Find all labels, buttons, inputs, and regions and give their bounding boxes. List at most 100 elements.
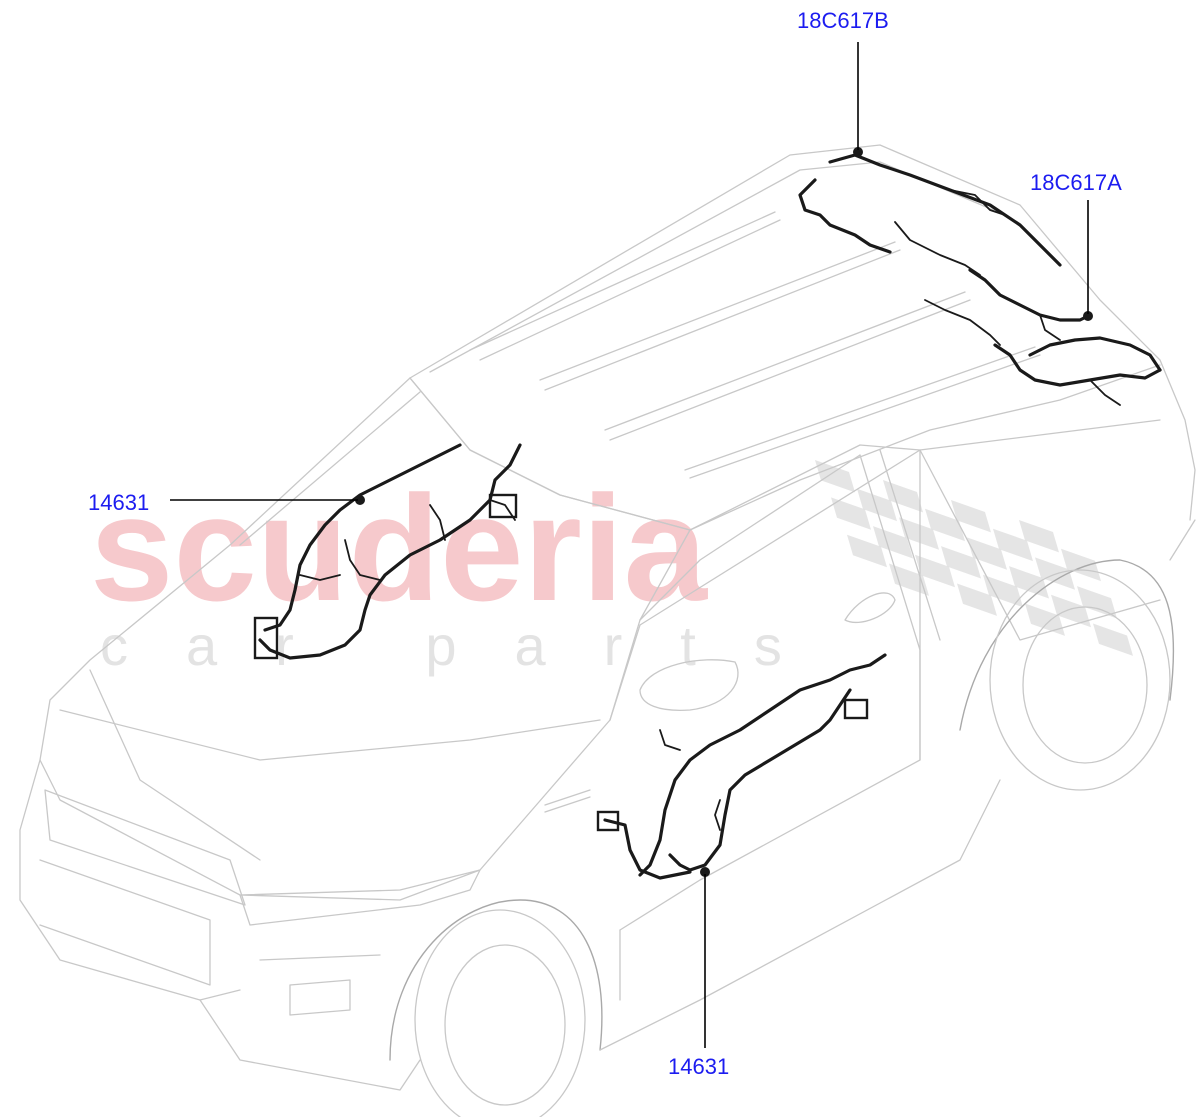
front-door (609, 449, 921, 931)
harness-roof-b-front (798, 178, 892, 254)
harness-dash-upper (263, 443, 462, 632)
harness-dashboard (253, 443, 522, 660)
watermark-checker-cell (889, 563, 929, 596)
front-window-frame (639, 454, 861, 621)
bumper-line (259, 954, 381, 961)
hood-line-left (89, 669, 261, 861)
part-label-14631-door[interactable]: 14631 (668, 1054, 730, 1079)
harness-door-front (603, 818, 692, 880)
harness-roof-a-branch (1039, 314, 1061, 341)
harness-dash-main (258, 443, 522, 660)
harness-dash-callout-point (355, 495, 365, 505)
roof-groove-3 (544, 249, 901, 391)
watermark-checker-cell (1009, 566, 1049, 599)
front-lower-edge (199, 999, 421, 1091)
rear-wheel-arch (959, 559, 1175, 731)
roof-groove-1 (479, 219, 781, 361)
watermark-checker-cell (899, 517, 939, 550)
harness-roof-a-main (968, 268, 1092, 322)
door-handle (844, 592, 896, 624)
headlamp (239, 869, 481, 926)
watermark-checker-cell (847, 534, 887, 568)
watermark-checker-cell (873, 526, 913, 559)
watermark-checker-cell (1077, 586, 1117, 619)
watermark-checker-cell (941, 546, 981, 579)
dash-connector-block (253, 616, 279, 660)
side-vent (544, 789, 591, 806)
roof-groove-2 (469, 211, 776, 351)
watermark-checker-cell (967, 537, 1007, 570)
watermark-checker-cell (815, 460, 855, 493)
watermark-sub-text: car parts (100, 614, 840, 677)
front-grille (44, 789, 246, 906)
harness-roof-b (798, 147, 1062, 276)
watermark-main-text: scuderia (90, 464, 709, 632)
harness-dash-branch-4 (299, 574, 341, 581)
watermark-checker-cell (983, 574, 1023, 608)
side-sill (599, 779, 1001, 1051)
front-wheel-arch (389, 899, 603, 1061)
harness-door-branch (659, 729, 681, 751)
watermark: scuderia car parts (90, 460, 1133, 677)
b-pillar-inner (879, 449, 941, 641)
watermark-checker-cell (1019, 520, 1059, 553)
harness-door-loop (714, 799, 721, 831)
door-module-connector (843, 698, 869, 720)
watermark-checker-cell (957, 583, 997, 616)
windscreen-inner (239, 391, 421, 546)
lower-grille (39, 859, 211, 986)
harness-roof-a-callout-point (1083, 311, 1093, 321)
watermark-checker-cell (925, 508, 965, 542)
harness-dash-branch-1 (344, 539, 381, 581)
harness-roof-a-tail (1089, 379, 1121, 406)
dash-connector-right (488, 493, 518, 519)
watermark-checker-cell (915, 554, 955, 588)
front-wheel (414, 909, 586, 1117)
roof-outline (409, 144, 1196, 521)
roof-rail-left (429, 161, 1006, 373)
harness-roof-b-wire (894, 221, 981, 276)
hood-outline (39, 544, 611, 901)
side-vent-2 (544, 796, 591, 813)
watermark-checker-cell (1093, 623, 1133, 656)
watermark-checker-cell (883, 480, 923, 513)
front-wheel-rim (444, 944, 566, 1106)
watermark-checker-cell (831, 497, 871, 530)
watermark-checker-cell (1035, 557, 1075, 590)
watermark-checker-cell (857, 488, 897, 522)
part-label-18C617A[interactable]: 18C617A (1030, 170, 1122, 195)
harness-roof-a-upper (1028, 336, 1162, 372)
side-mirror (639, 659, 739, 711)
roof-groove-8 (684, 346, 1036, 471)
harness-door (596, 653, 887, 880)
part-label-14631-interior[interactable]: 14631 (88, 490, 150, 515)
watermark-checker-cell (951, 500, 991, 533)
front-bumper (19, 759, 241, 1001)
rear-quarter (1169, 519, 1196, 561)
watermark-checker-cell (1025, 603, 1065, 636)
car-body (19, 144, 1196, 1117)
harness-door-lower (668, 688, 852, 872)
watermark-checker-cell (1061, 548, 1101, 582)
harness-door-callout-point (700, 867, 710, 877)
harness-roof-a-wire (924, 299, 1001, 346)
harness-dash-branch-3 (489, 499, 516, 521)
harness-roof-a (924, 268, 1162, 406)
side-window-top (689, 419, 1161, 531)
rear-wheel (989, 569, 1171, 791)
harness-dash-branch-2 (429, 504, 446, 541)
roof-groove-5 (609, 299, 971, 441)
harness-roof-b-main (828, 153, 1062, 267)
watermark-checker-cell (1051, 594, 1091, 628)
roof-groove-7 (689, 354, 1041, 479)
watermark-checker (815, 460, 1133, 656)
roof-groove-4 (539, 241, 896, 381)
part-label-18C617B[interactable]: 18C617B (797, 8, 889, 33)
door-connector (596, 810, 620, 832)
roof-groove-6 (604, 291, 966, 431)
fog-lamp (289, 979, 351, 1016)
rear-window (919, 449, 1161, 641)
harness-roof-a-lower (993, 343, 1162, 387)
